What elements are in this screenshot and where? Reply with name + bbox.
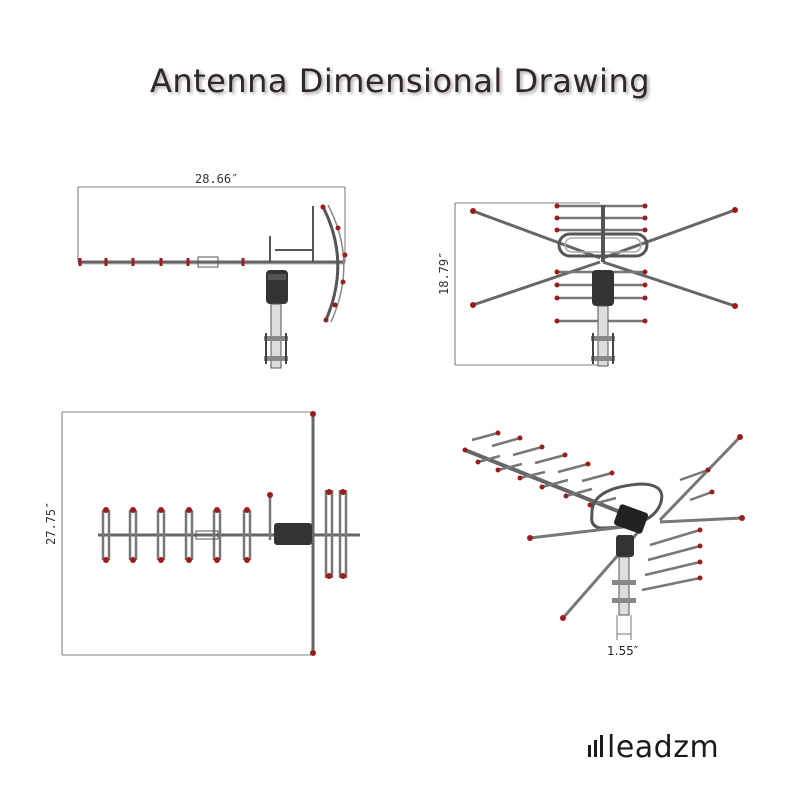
leadzm-bars-logo-icon: [588, 735, 603, 757]
back-height-dimension: 18.79″: [437, 252, 451, 295]
side-width-dimension: 28.66″: [195, 172, 238, 186]
mast-width-dimension: 1.55″: [607, 644, 639, 658]
isometric-view: 1.55″: [462, 430, 745, 658]
brand-name: leadzm: [607, 730, 720, 765]
top-height-dimension: 27.75″: [44, 502, 58, 545]
brand-logo: leadzm: [588, 730, 719, 765]
top-view: 27.75″: [44, 411, 360, 656]
back-view: 18.79″: [437, 202, 738, 367]
side-view: 28.66″: [77, 172, 348, 369]
page-title: Antenna Dimensional Drawing: [149, 62, 651, 100]
